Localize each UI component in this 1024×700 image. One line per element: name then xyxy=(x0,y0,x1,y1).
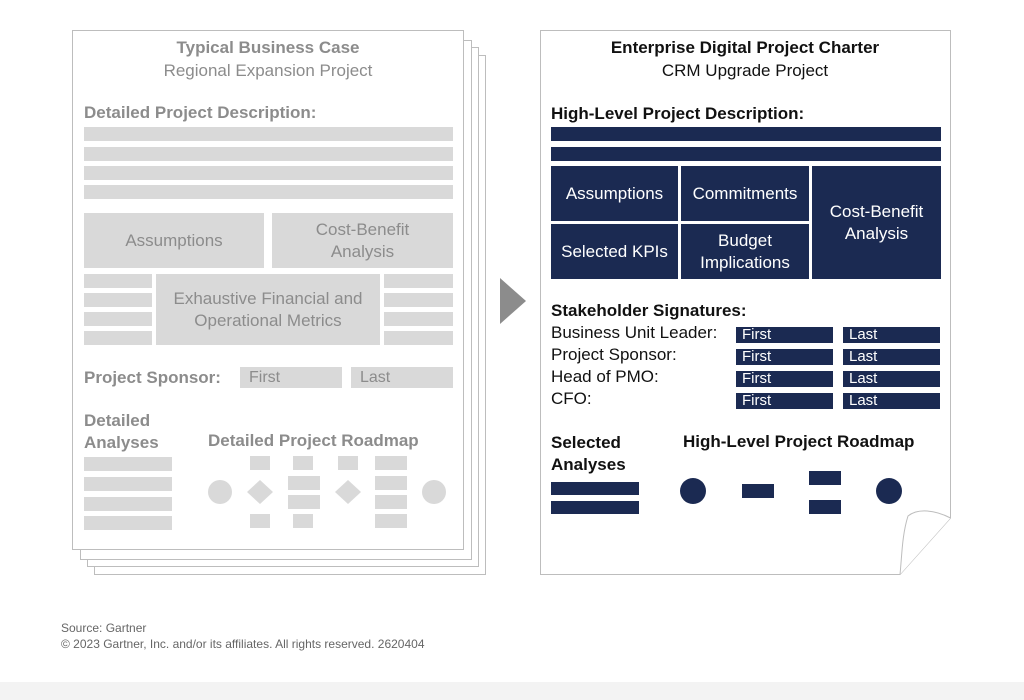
signature-last: Last xyxy=(843,393,940,409)
financial-metrics-box: Exhaustive Financial and Operational Met… xyxy=(156,284,380,336)
metrics-divider xyxy=(152,274,156,345)
description-line xyxy=(84,127,453,141)
roadmap-step xyxy=(250,514,270,528)
right-kpis-box: Selected KPIs xyxy=(551,224,678,279)
roadmap-decision xyxy=(247,480,273,504)
signature-role: CFO: xyxy=(551,389,592,408)
left-description-label: Detailed Project Description: xyxy=(84,103,317,122)
description-line xyxy=(84,185,453,199)
roadmap-step xyxy=(338,456,358,470)
signature-first: First xyxy=(736,349,833,365)
left-sponsor-label: Project Sponsor: xyxy=(84,368,221,387)
source-note: Source: Gartner xyxy=(61,621,147,635)
description-line xyxy=(551,147,941,161)
left-sponsor-first: First xyxy=(240,367,342,388)
right-commitments-box: Commitments xyxy=(681,166,809,221)
roadmap-step xyxy=(375,456,407,470)
roadmap-step xyxy=(375,495,407,509)
signature-first: First xyxy=(736,327,833,343)
signature-first: First xyxy=(736,371,833,387)
right-description-label: High-Level Project Description: xyxy=(551,104,805,123)
roadmap-step xyxy=(809,471,841,485)
roadmap-step xyxy=(375,476,407,490)
roadmap-step xyxy=(742,484,774,498)
copyright-note: © 2023 Gartner, Inc. and/or its affiliat… xyxy=(61,637,425,651)
right-roadmap-label: High-Level Project Roadmap xyxy=(683,432,915,451)
roadmap-end-node xyxy=(422,480,446,504)
roadmap-end-node xyxy=(876,478,902,504)
signature-last: Last xyxy=(843,349,940,365)
right-analyses-label: Selected Analyses xyxy=(551,433,626,474)
right-doc-title: Enterprise Digital Project Charter xyxy=(610,38,880,57)
roadmap-step xyxy=(293,514,313,528)
analyses-line xyxy=(84,457,172,471)
description-line xyxy=(84,147,453,161)
left-assumptions-box: Assumptions xyxy=(84,213,264,268)
signature-role: Head of PMO: xyxy=(551,367,659,386)
metrics-divider xyxy=(380,274,384,345)
analyses-line xyxy=(84,497,172,511)
roadmap-step xyxy=(293,456,313,470)
roadmap-start-node xyxy=(680,478,706,504)
roadmap-step xyxy=(288,495,320,509)
right-cost-benefit-box: Cost-Benefit Analysis xyxy=(812,166,941,279)
roadmap-decision xyxy=(335,480,361,504)
signature-last: Last xyxy=(843,371,940,387)
description-line xyxy=(551,127,941,141)
right-assumptions-box: Assumptions xyxy=(551,166,678,221)
roadmap-start-node xyxy=(208,480,232,504)
right-doc-subtitle: CRM Upgrade Project xyxy=(661,61,829,80)
roadmap-step xyxy=(809,500,841,514)
roadmap-step xyxy=(375,514,407,528)
bottom-strip xyxy=(0,682,1024,700)
detailed-roadmap-flowchart xyxy=(208,456,446,528)
signature-role: Project Sponsor: xyxy=(551,345,677,364)
left-analyses-label: Detailed Analyses xyxy=(84,411,159,452)
signature-role: Business Unit Leader: xyxy=(551,323,718,342)
page-curl-icon xyxy=(899,510,951,575)
roadmap-step xyxy=(288,476,320,490)
analyses-line xyxy=(551,482,639,495)
description-line xyxy=(84,166,453,180)
left-sponsor-last: Last xyxy=(351,367,453,388)
analyses-line xyxy=(551,501,639,514)
signature-first: First xyxy=(736,393,833,409)
high-level-roadmap-flowchart xyxy=(680,471,902,514)
left-roadmap-label: Detailed Project Roadmap xyxy=(208,431,419,450)
analyses-line xyxy=(84,516,172,530)
left-cost-benefit-box: Cost-Benefit Analysis xyxy=(272,213,453,268)
right-budget-box: Budget Implications xyxy=(681,224,809,279)
analyses-line xyxy=(84,477,172,491)
left-doc-title: Typical Business Case xyxy=(176,38,360,57)
left-doc-subtitle: Regional Expansion Project xyxy=(163,61,373,80)
signature-last: Last xyxy=(843,327,940,343)
roadmap-step xyxy=(250,456,270,470)
arrow-right-icon xyxy=(500,278,526,324)
signatures-label: Stakeholder Signatures: xyxy=(551,301,747,320)
